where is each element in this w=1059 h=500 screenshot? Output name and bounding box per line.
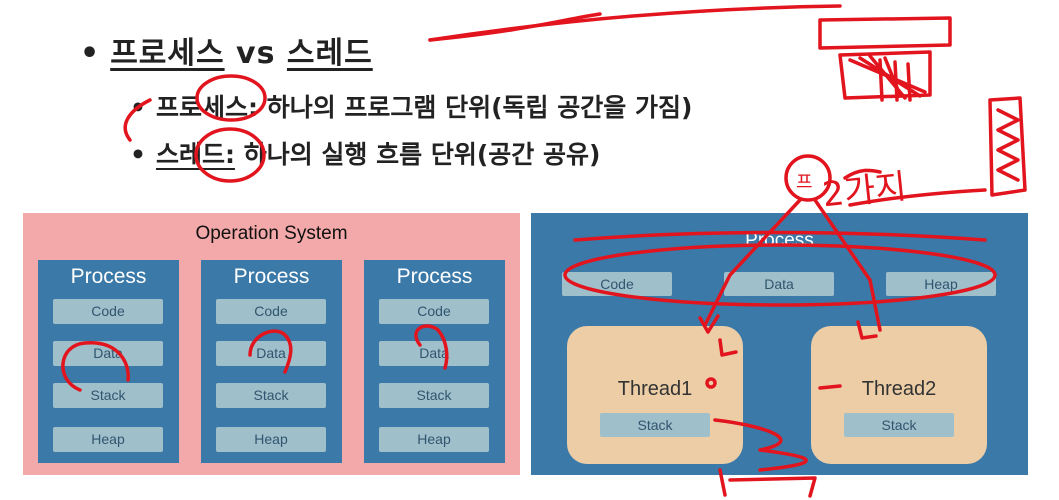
stack-segment: Stack bbox=[216, 383, 326, 408]
thread-box: Thread2 Stack bbox=[811, 326, 987, 464]
bullet-dot: • bbox=[130, 140, 146, 169]
sub-bullet-process: • 프로세스: 하나의 프로그램 단위(독립 공간을 가짐) bbox=[130, 88, 692, 124]
process-box: Process Code Data Stack Heap bbox=[38, 260, 179, 463]
heap-segment: Heap bbox=[53, 427, 163, 452]
stack-segment: Stack bbox=[379, 383, 489, 408]
thread-box: Thread1 Stack bbox=[567, 326, 743, 464]
os-title: Operation System bbox=[195, 223, 348, 244]
main-bullet: • 프로세스 vs 스레드 bbox=[80, 28, 373, 72]
thread-diagram: Process Code Data Heap Thread1 Stack Thr… bbox=[531, 213, 1028, 475]
bullet-dot: • bbox=[130, 93, 146, 122]
shared-heap-segment: Heap bbox=[886, 272, 996, 296]
process-box: Process Code Data Stack Heap bbox=[201, 260, 342, 463]
shared-data-segment: Data bbox=[724, 272, 834, 296]
code-segment: Code bbox=[216, 299, 326, 324]
sub-term: 스레드: bbox=[155, 140, 235, 169]
data-segment: Data bbox=[53, 341, 163, 366]
thread-stack-segment: Stack bbox=[844, 413, 954, 437]
sub-desc: 하나의 실행 흐름 단위(공간 공유) bbox=[243, 140, 601, 169]
data-segment: Data bbox=[216, 341, 326, 366]
term-process: 프로세스 bbox=[110, 36, 225, 71]
stack-segment: Stack bbox=[53, 383, 163, 408]
process-title: Process bbox=[396, 265, 473, 288]
data-segment: Data bbox=[379, 341, 489, 366]
process-title: Process bbox=[70, 265, 147, 288]
heap-segment: Heap bbox=[216, 427, 326, 452]
os-diagram: Operation System Process Code Data Stack… bbox=[23, 213, 520, 475]
thread-title: Thread2 bbox=[861, 378, 937, 400]
process-box: Process Code Data Stack Heap bbox=[364, 260, 505, 463]
thread-title: Thread1 bbox=[617, 378, 693, 400]
sub-desc: 하나의 프로그램 단위(독립 공간을 가짐) bbox=[266, 93, 693, 122]
sub-term: 프로세스: bbox=[155, 93, 258, 122]
term-thread: 스레드 bbox=[286, 36, 373, 71]
bullet-dot: • bbox=[80, 36, 101, 71]
circled-char: 프 bbox=[796, 172, 813, 193]
vs-text: vs bbox=[236, 36, 276, 71]
heap-segment: Heap bbox=[379, 427, 489, 452]
sub-bullet-thread: • 스레드: 하나의 실행 흐름 단위(공간 공유) bbox=[130, 135, 600, 171]
process-title: Process bbox=[745, 230, 814, 251]
code-segment: Code bbox=[379, 299, 489, 324]
code-segment: Code bbox=[53, 299, 163, 324]
thread-stack-segment: Stack bbox=[600, 413, 710, 437]
process-title: Process bbox=[233, 265, 310, 288]
handwritten-note: 2가지 bbox=[820, 166, 909, 216]
shared-code-segment: Code bbox=[562, 272, 672, 296]
